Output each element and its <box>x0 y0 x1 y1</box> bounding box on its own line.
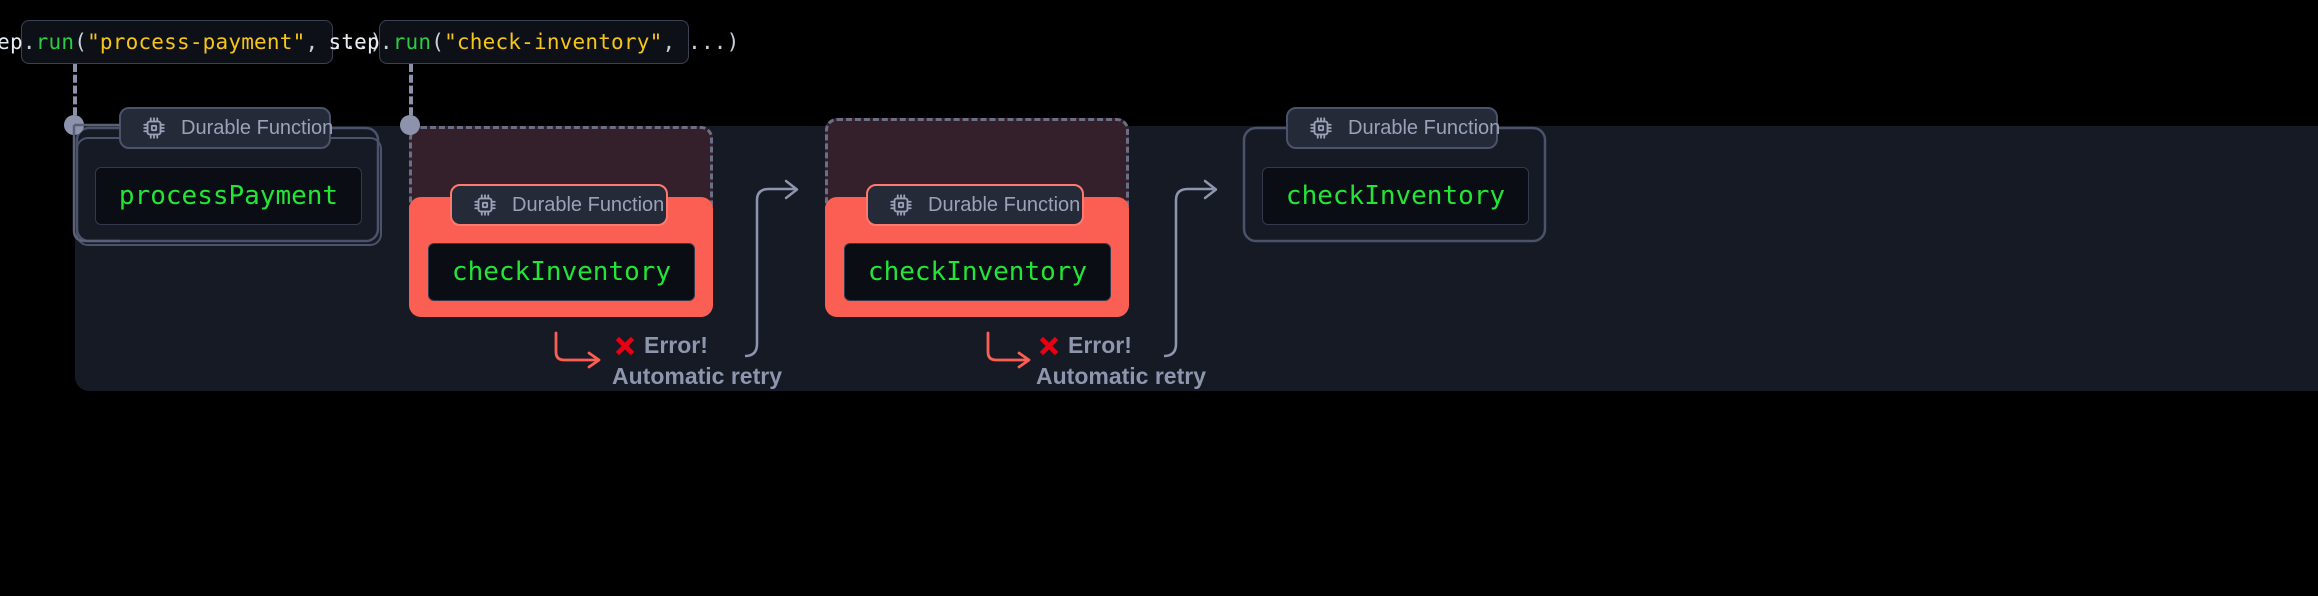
error-caption-2: Error! Automatic retry <box>1036 332 1206 390</box>
function-name-4: checkInventory <box>1285 181 1506 211</box>
callout-2-string: "check-inventory" <box>444 30 663 54</box>
pill-label-2: Durable Function <box>512 193 665 216</box>
function-name-1: processPayment <box>118 181 339 211</box>
dropper-line-2 <box>409 64 413 126</box>
code-box-check-inventory-1: checkInventory <box>428 243 695 301</box>
retry-label-2: Automatic retry <box>1036 363 1206 389</box>
callout-2-object: step <box>328 30 380 54</box>
callout-1-dot: . <box>22 30 36 54</box>
error-caption-1: Error! Automatic retry <box>612 332 782 390</box>
x-mark-icon <box>1039 336 1059 355</box>
pill-label-3: Durable Function <box>928 193 1081 216</box>
error-line-2: Error! <box>1036 332 1206 359</box>
pill-label-4: Durable Function <box>1348 116 1501 139</box>
pill-durable-function-4[interactable]: Durable Function <box>1286 107 1501 149</box>
callout-1-method: run <box>35 30 75 54</box>
pill-durable-function-1[interactable]: Durable Function <box>119 107 334 149</box>
connector-dot-2 <box>400 115 420 135</box>
pill-durable-function-2[interactable]: Durable Function <box>450 184 668 226</box>
callout-2-dot: . <box>379 30 393 54</box>
cpu-chip-icon <box>1310 117 1332 139</box>
function-name-3: checkInventory <box>867 257 1088 287</box>
error-label-2: Error! <box>1068 332 1132 358</box>
cpu-chip-icon <box>143 117 165 139</box>
function-name-2: checkInventory <box>451 257 672 287</box>
callout-check-inventory: step.run("check-inventory", ...) <box>329 20 739 64</box>
error-line-1: Error! <box>612 332 782 359</box>
callout-1-string: "process-payment" <box>87 30 306 54</box>
callout-1-open-paren: ( <box>74 30 88 54</box>
retry-label-1: Automatic retry <box>612 363 782 389</box>
pill-durable-function-3[interactable]: Durable Function <box>866 184 1084 226</box>
callout-1-rest: , ...) <box>305 30 383 54</box>
error-label-1: Error! <box>644 332 708 358</box>
code-box-check-inventory-3: checkInventory <box>1262 167 1529 225</box>
callout-2-method: run <box>392 30 432 54</box>
x-mark-icon <box>615 336 635 355</box>
callout-2-open-paren: ( <box>431 30 445 54</box>
pill-label-1: Durable Function <box>181 116 334 139</box>
callout-1-object: step <box>0 30 23 54</box>
connector-dot-1 <box>64 115 84 135</box>
cpu-chip-icon <box>890 194 912 216</box>
cpu-chip-icon <box>474 194 496 216</box>
code-box-process-payment: processPayment <box>95 167 362 225</box>
callout-2-rest: , ...) <box>662 30 740 54</box>
dropper-line-1 <box>73 64 77 126</box>
callout-process-payment: step.run("process-payment", ...) <box>0 20 382 64</box>
code-box-check-inventory-2: checkInventory <box>844 243 1111 301</box>
